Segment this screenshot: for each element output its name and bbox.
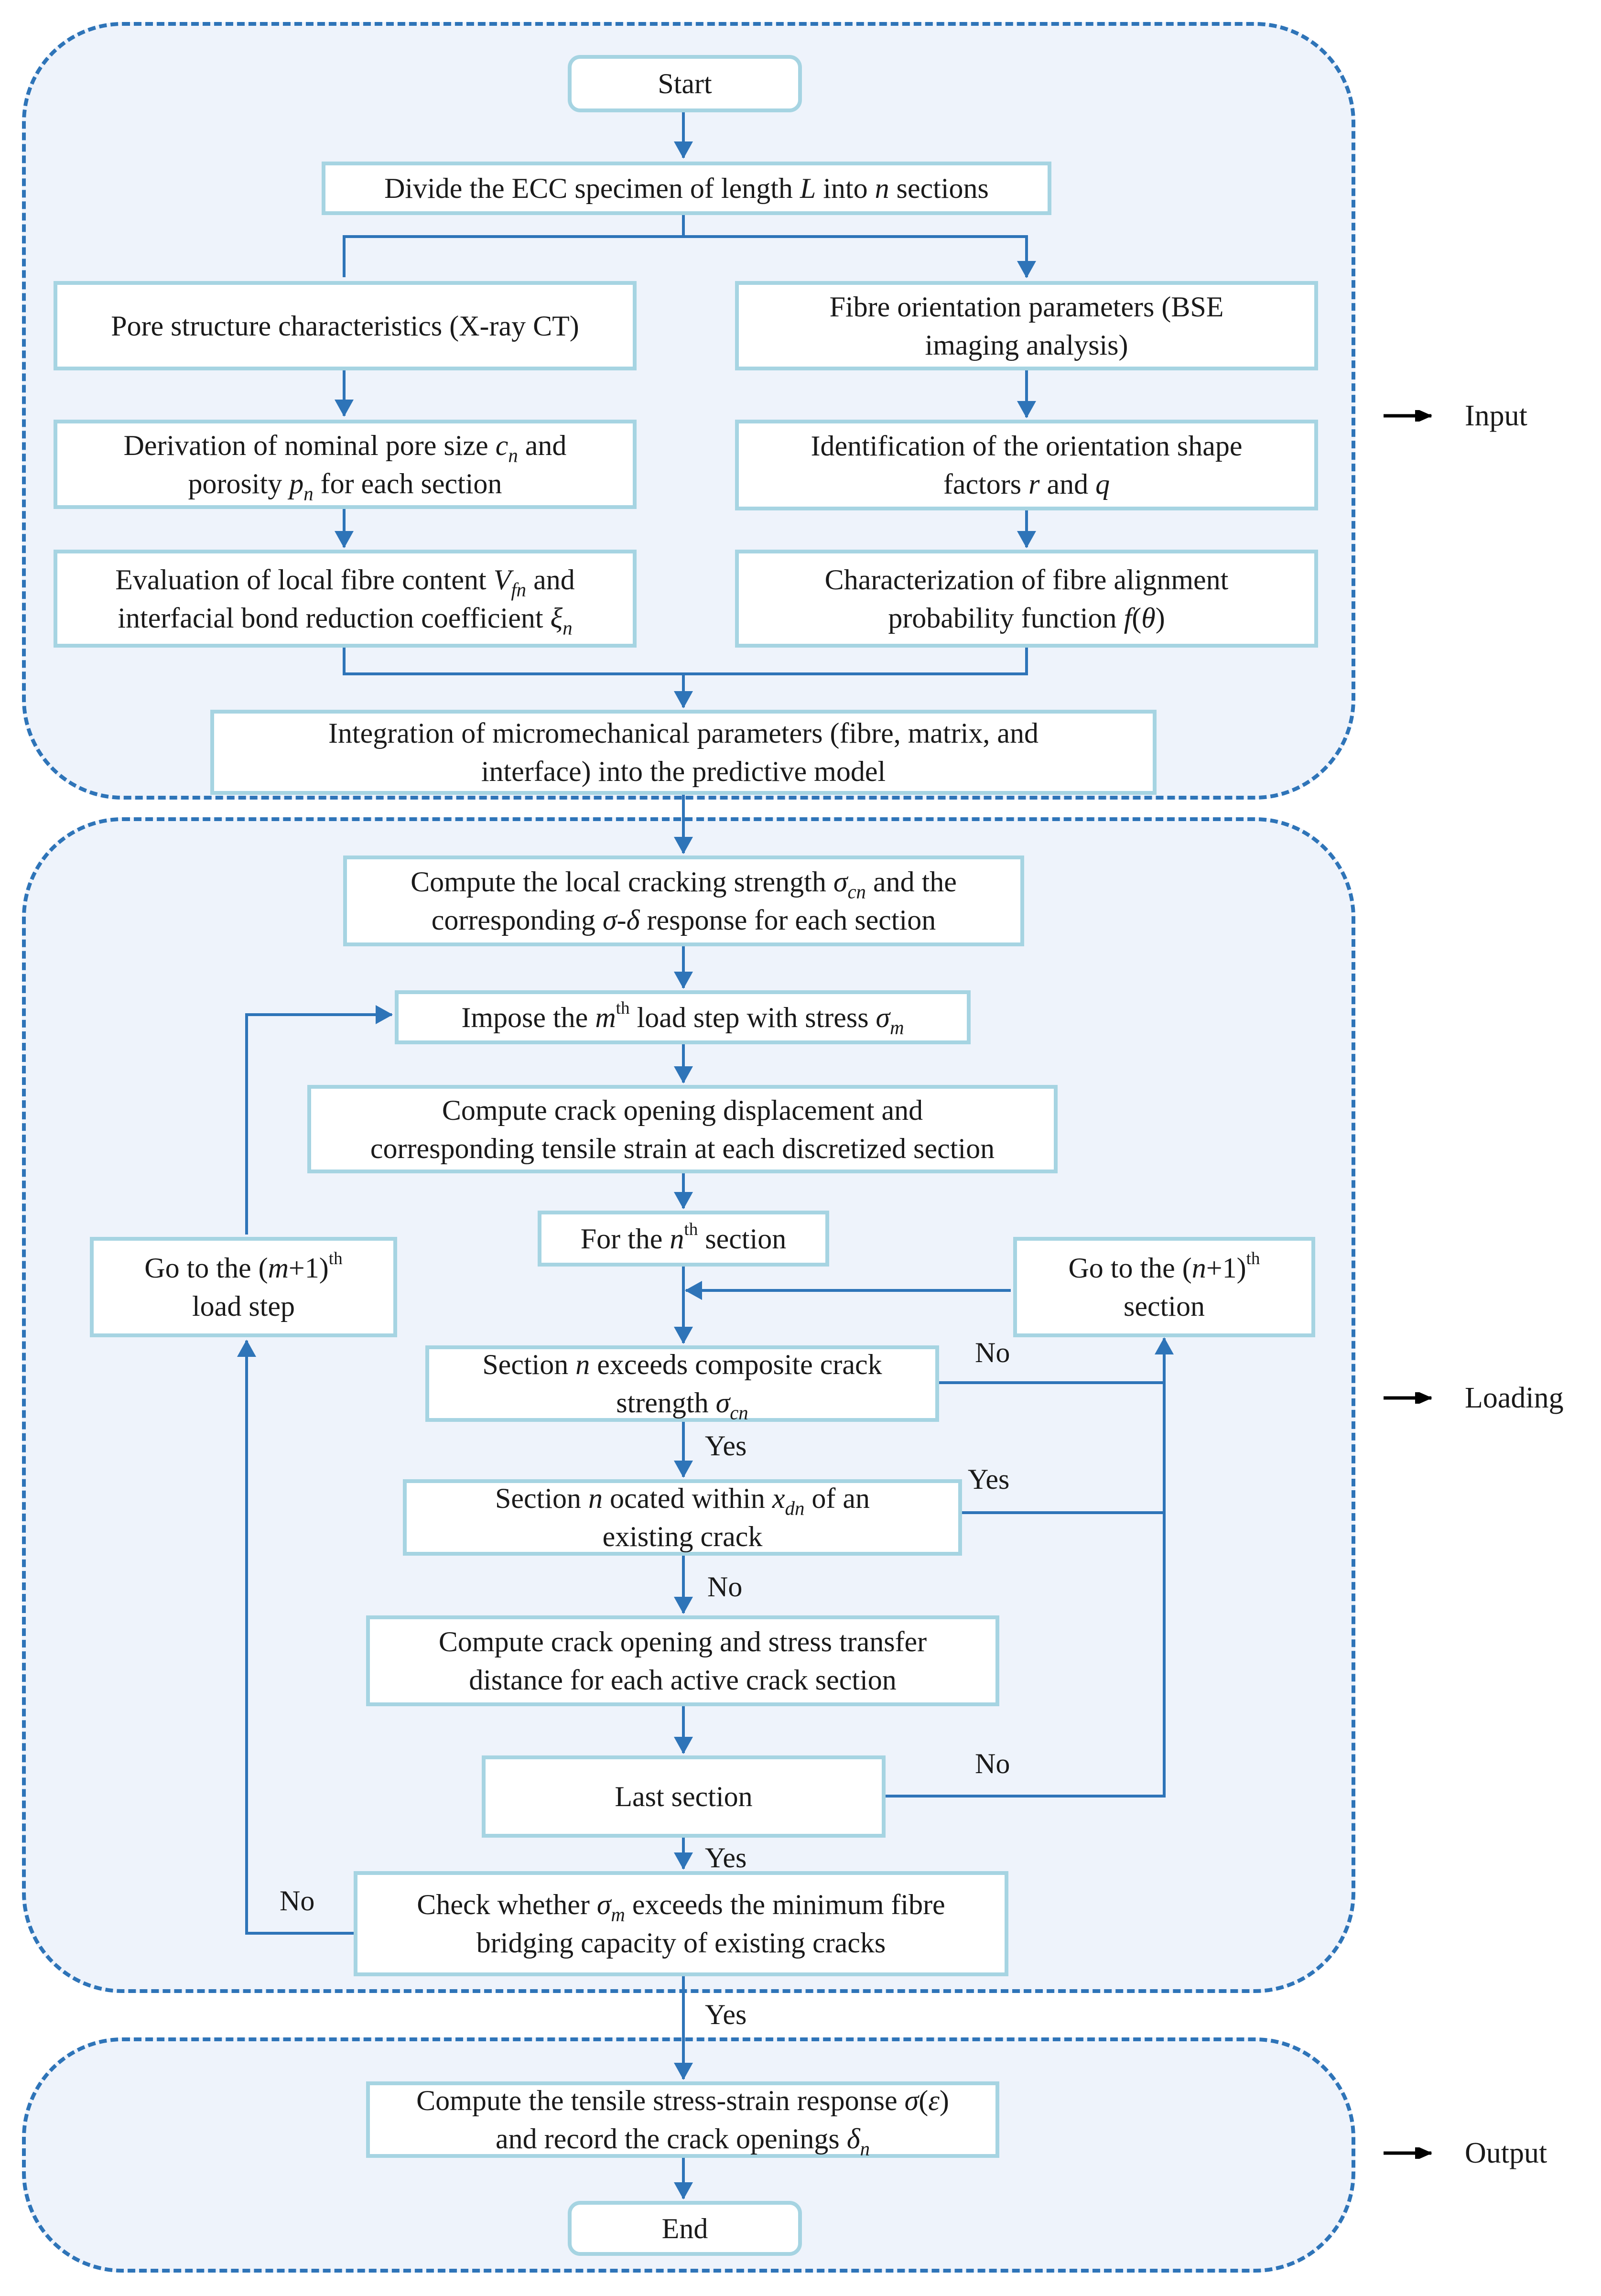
crack-displacement-step: Compute crack opening displacement and c…	[307, 1085, 1058, 1173]
arrow-check-no-to-next-load	[237, 1340, 356, 1935]
edge-label-located-no: No	[707, 1571, 743, 1603]
right-arrow-icon	[1384, 410, 1432, 422]
identification-step: Identification of the orientation shape …	[735, 420, 1318, 510]
edge-label-last-yes: Yes	[705, 1842, 747, 1874]
edge-label-check-yes: Yes	[705, 1999, 747, 2030]
edge-label-check-no: No	[280, 1885, 315, 1917]
arrow-next-load-to-impose	[245, 1005, 393, 1235]
crack-transfer-step: Compute crack opening and stress transfe…	[366, 1615, 999, 1706]
pore-structure-step: Pore structure characteristics (X-ray CT…	[54, 281, 637, 370]
input-phase-label: Input	[1384, 399, 1527, 433]
split-connector	[343, 215, 1027, 277]
loading-phase-label: Loading	[1384, 1381, 1564, 1415]
next-section-step: Go to the (n+1)th section	[1013, 1237, 1315, 1337]
local-cracking-step: Compute the local cracking strength σcn …	[343, 856, 1024, 946]
edge-label-located-yes: Yes	[968, 1463, 1010, 1495]
derivation-step: Derivation of nominal pore size cn and p…	[54, 420, 637, 509]
output-phase-label: Output	[1384, 2136, 1547, 2170]
right-arrow-icon	[1384, 2147, 1432, 2159]
edge-label-last-no: No	[975, 1748, 1010, 1779]
start-node: Start	[568, 55, 802, 112]
edge-label-exceeds-yes: Yes	[705, 1430, 747, 1462]
edge-label-exceeds-no: No	[975, 1337, 1010, 1368]
check-bridging-decision: Check whether σm exceeds the minimum fib…	[354, 1871, 1008, 1976]
merge-connector	[343, 648, 1028, 707]
fibre-orientation-step: Fibre orientation parameters (BSE imagin…	[735, 281, 1318, 370]
integration-step: Integration of micromechanical parameter…	[210, 710, 1157, 795]
right-arrow-icon	[1384, 1392, 1432, 1404]
last-section-decision: Last section	[482, 1755, 886, 1838]
tensile-response-step: Compute the tensile stress-strain respon…	[366, 2081, 999, 2158]
characterization-step: Characterization of fibre alignment prob…	[735, 550, 1318, 648]
impose-load-step: Impose the mth load step with stress σm	[395, 990, 971, 1044]
arrow-exceeds-no-to-next-section	[939, 1337, 1174, 1384]
divide-specimen-step: Divide the ECC specimen of length L into…	[322, 162, 1051, 215]
connector-last-no	[884, 1383, 1166, 1798]
nth-section-step: For the nth section	[538, 1211, 829, 1267]
next-load-step: Go to the (m+1)th load step	[90, 1237, 397, 1337]
exceeds-strength-decision: Section n exceeds composite crack streng…	[425, 1345, 939, 1422]
evaluation-step: Evaluation of local fibre content Vfn an…	[54, 550, 637, 648]
located-within-decision: Section n ocated within xdn of an existi…	[403, 1479, 962, 1556]
end-node: End	[568, 2201, 802, 2256]
